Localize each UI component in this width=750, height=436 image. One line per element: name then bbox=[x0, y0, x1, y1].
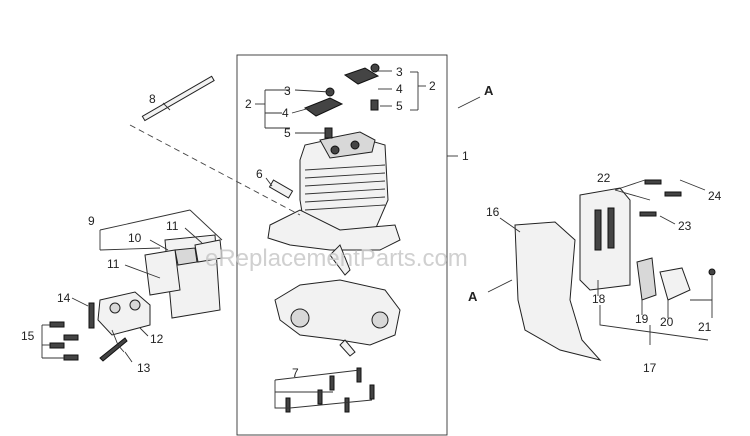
callout-3-left: 3 bbox=[284, 84, 291, 98]
callout-10: 10 bbox=[128, 231, 142, 245]
callout-23: 23 bbox=[678, 219, 692, 233]
callout-17: 17 bbox=[643, 361, 657, 375]
callout-labels: 1 2 2 3 3 4 4 5 5 6 7 8 9 10 11 11 12 13… bbox=[21, 65, 722, 380]
rocker-arm-right bbox=[343, 63, 380, 111]
watermark: eReplacementParts.com bbox=[205, 245, 468, 272]
callout-1: 1 bbox=[462, 149, 469, 163]
callout-5-left: 5 bbox=[284, 126, 291, 140]
muffler-cap bbox=[659, 267, 691, 301]
callout-9: 9 bbox=[88, 214, 95, 228]
callout-4-right: 4 bbox=[396, 82, 403, 96]
callout-16: 16 bbox=[486, 205, 500, 219]
callout-13: 13 bbox=[137, 361, 151, 375]
callout-11-bottom: 11 bbox=[107, 257, 120, 271]
rocker-arm-left bbox=[303, 87, 344, 139]
screw-21 bbox=[708, 268, 716, 276]
callout-15: 15 bbox=[21, 329, 35, 343]
bolts-22-24 bbox=[639, 179, 682, 217]
spacer-pin bbox=[88, 302, 95, 329]
assembly-frame bbox=[236, 54, 448, 436]
callout-7: 7 bbox=[292, 366, 299, 380]
callout-8: 8 bbox=[149, 92, 156, 106]
callout-4-left: 4 bbox=[282, 106, 289, 120]
leader-lines bbox=[41, 70, 713, 409]
wire-lever bbox=[111, 329, 125, 353]
callout-21: 21 bbox=[698, 320, 712, 334]
piston-pin bbox=[268, 179, 294, 199]
screws-15 bbox=[49, 321, 79, 361]
impulse-pipe bbox=[141, 75, 215, 122]
callout-20: 20 bbox=[660, 315, 674, 329]
callout-14: 14 bbox=[57, 291, 71, 305]
callout-11-top: 11 bbox=[166, 219, 179, 233]
callout-22: 22 bbox=[597, 171, 611, 185]
callout-24: 24 bbox=[708, 189, 722, 203]
callout-6: 6 bbox=[256, 167, 263, 181]
crankcase bbox=[274, 279, 401, 357]
stud-bolt bbox=[99, 337, 128, 362]
callout-5-right: 5 bbox=[396, 99, 403, 113]
callout-2-right: 2 bbox=[429, 79, 436, 93]
callout-3-right: 3 bbox=[396, 65, 403, 79]
callout-18: 18 bbox=[592, 292, 606, 306]
callout-12: 12 bbox=[150, 332, 164, 346]
insulator-block bbox=[97, 291, 151, 336]
spark-arrestor bbox=[636, 257, 657, 301]
muffler-body bbox=[579, 187, 631, 291]
ref-a-left: A bbox=[468, 289, 478, 304]
callout-19: 19 bbox=[635, 312, 649, 326]
callout-2-left: 2 bbox=[245, 97, 252, 111]
bolt-set bbox=[285, 367, 375, 413]
cylinder-block bbox=[267, 131, 401, 276]
ref-a-top: A bbox=[484, 83, 494, 98]
muffler-cover bbox=[514, 221, 602, 361]
intake-gasket-group bbox=[144, 234, 223, 319]
